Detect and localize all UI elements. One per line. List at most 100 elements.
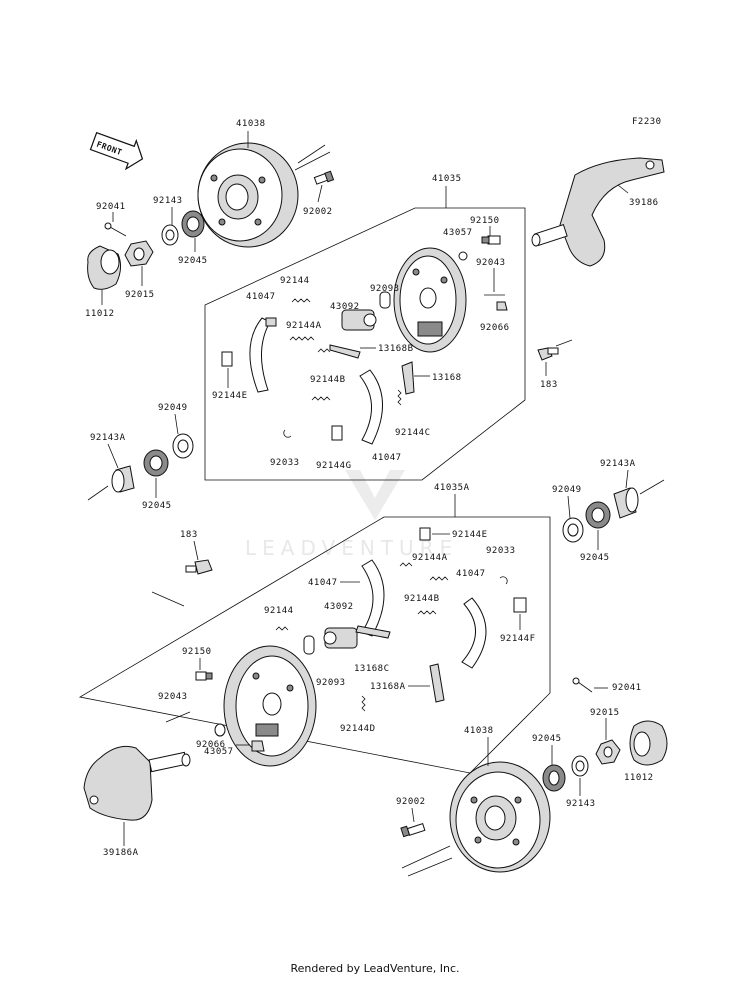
watermark-text: LEADVENTURE bbox=[245, 536, 458, 560]
label-92144-bot: 92144 bbox=[264, 606, 294, 616]
label-92144A-top: 92144A bbox=[286, 321, 322, 331]
wheel-cylinder-bot bbox=[323, 627, 358, 649]
spring-92144B-top bbox=[311, 396, 331, 401]
cotter-pin-top bbox=[104, 222, 127, 237]
label-92150-bot: 92150 bbox=[182, 647, 212, 657]
label-11012-bot: 11012 bbox=[624, 773, 654, 783]
bottom-assembly-frame bbox=[78, 516, 551, 774]
label-43092-bot: 43092 bbox=[324, 602, 354, 612]
label-92144D: 92144D bbox=[340, 724, 376, 734]
label-92144G: 92144G bbox=[316, 461, 352, 471]
top-assembly-frame bbox=[204, 207, 526, 481]
label-41035A: 41035A bbox=[434, 483, 470, 493]
label-92144-top: 92144 bbox=[280, 276, 310, 286]
pin-92043-bot bbox=[165, 711, 191, 723]
label-41047-top-a: 41047 bbox=[246, 292, 276, 302]
brake-drum-bot bbox=[449, 761, 551, 873]
bolt-183-right bbox=[537, 347, 559, 361]
label-92143A-left: 92143A bbox=[90, 433, 126, 443]
label-92144B-bot: 92144B bbox=[404, 594, 440, 604]
plug-43057-top bbox=[458, 251, 468, 261]
label-92143-top: 92143 bbox=[153, 196, 183, 206]
spring-92144A-top bbox=[289, 336, 315, 341]
label-92049-right: 92049 bbox=[552, 485, 582, 495]
lever-13168B bbox=[329, 344, 361, 359]
bearing-92045-right bbox=[585, 501, 611, 529]
label-92066-bot: 92066 bbox=[196, 740, 226, 750]
watermark: LEADVENTURE bbox=[245, 470, 458, 560]
bolt-92150-top bbox=[481, 235, 501, 245]
label-92045-left: 92045 bbox=[142, 501, 172, 511]
clip-92033-bot bbox=[499, 576, 508, 585]
race-92143A-left bbox=[111, 465, 135, 493]
label-92002-top: 92002 bbox=[303, 207, 333, 217]
spring-92144-bot bbox=[275, 626, 289, 631]
label-92041-top: 92041 bbox=[96, 202, 126, 212]
seal-92093-top bbox=[379, 291, 391, 309]
label-11012-top: 11012 bbox=[85, 309, 115, 319]
seal-92049-right bbox=[562, 517, 584, 543]
race-92143A-right bbox=[613, 487, 639, 519]
bolt-92002-top bbox=[313, 170, 335, 185]
label-183-left: 183 bbox=[180, 530, 198, 540]
lever-13168C bbox=[355, 625, 391, 639]
backing-plate-top bbox=[393, 247, 467, 353]
label-92015-top: 92015 bbox=[125, 290, 155, 300]
label-41047-top-b: 41047 bbox=[372, 453, 402, 463]
spring-center bbox=[317, 348, 331, 353]
label-13168: 13168 bbox=[432, 373, 462, 383]
spring-92144B-bot bbox=[417, 610, 437, 615]
footer-credit: Rendered by LeadVenture, Inc. bbox=[290, 962, 460, 975]
label-92045-top: 92045 bbox=[178, 256, 208, 266]
shoe-41047-bot-b bbox=[461, 597, 487, 669]
label-13168C: 13168C bbox=[354, 664, 390, 674]
brake-drum-top bbox=[197, 142, 299, 248]
shoe-clip bbox=[265, 317, 277, 327]
label-92045-bot: 92045 bbox=[532, 734, 562, 744]
label-92150-top: 92150 bbox=[470, 216, 500, 226]
seal-92093-bot bbox=[303, 635, 315, 655]
steering-knuckle-39186 bbox=[531, 157, 665, 267]
backing-plate-bot bbox=[223, 645, 317, 767]
label-43057-top: 43057 bbox=[443, 228, 473, 238]
label-92144E-bot: 92144E bbox=[452, 530, 488, 540]
clip-92144E-top bbox=[221, 351, 233, 367]
label-41035: 41035 bbox=[432, 174, 462, 184]
clip-92144E-bot bbox=[419, 527, 431, 541]
shoe-41047-top-b bbox=[359, 369, 383, 445]
castle-nut-bot bbox=[595, 739, 621, 765]
label-41038-bot: 41038 bbox=[464, 726, 494, 736]
bearing-92045-left bbox=[143, 449, 169, 477]
label-43092-top: 43092 bbox=[330, 302, 360, 312]
ref-code: F2230 bbox=[632, 117, 662, 127]
steering-knuckle-39186A bbox=[83, 745, 191, 821]
label-92043-top: 92043 bbox=[476, 258, 506, 268]
label-92045-right: 92045 bbox=[580, 553, 610, 563]
hub-cap-bot bbox=[629, 720, 668, 766]
bearing-92045-top bbox=[181, 210, 205, 238]
lever-13168A bbox=[429, 663, 445, 703]
nut-92066-top bbox=[496, 301, 508, 311]
bolt-92150-bot bbox=[195, 671, 213, 681]
label-92144E-top: 92144E bbox=[212, 391, 248, 401]
label-92144C: 92144C bbox=[395, 428, 431, 438]
label-92066-top: 92066 bbox=[480, 323, 510, 333]
label-92143A-right: 92143A bbox=[600, 459, 636, 469]
label-43057-bot: 43057 bbox=[204, 747, 234, 757]
label-92002-bot: 92002 bbox=[396, 797, 426, 807]
label-183-right: 183 bbox=[540, 380, 558, 390]
label-92033-bot: 92033 bbox=[486, 546, 516, 556]
label-41047-bot-b: 41047 bbox=[456, 569, 486, 579]
castle-nut-top bbox=[124, 240, 154, 267]
label-13168B: 13168B bbox=[378, 344, 414, 354]
label-13168A: 13168A bbox=[370, 682, 406, 692]
label-92143-bot: 92143 bbox=[566, 799, 596, 809]
clip-92033-top bbox=[283, 429, 292, 438]
shoe-41047-top-a bbox=[249, 317, 271, 393]
spring-92144D bbox=[361, 695, 366, 712]
bolt-92002-bot bbox=[400, 823, 426, 838]
spring-92144C bbox=[397, 389, 402, 406]
label-92093-bot: 92093 bbox=[316, 678, 346, 688]
seal-92143-top bbox=[161, 224, 179, 246]
